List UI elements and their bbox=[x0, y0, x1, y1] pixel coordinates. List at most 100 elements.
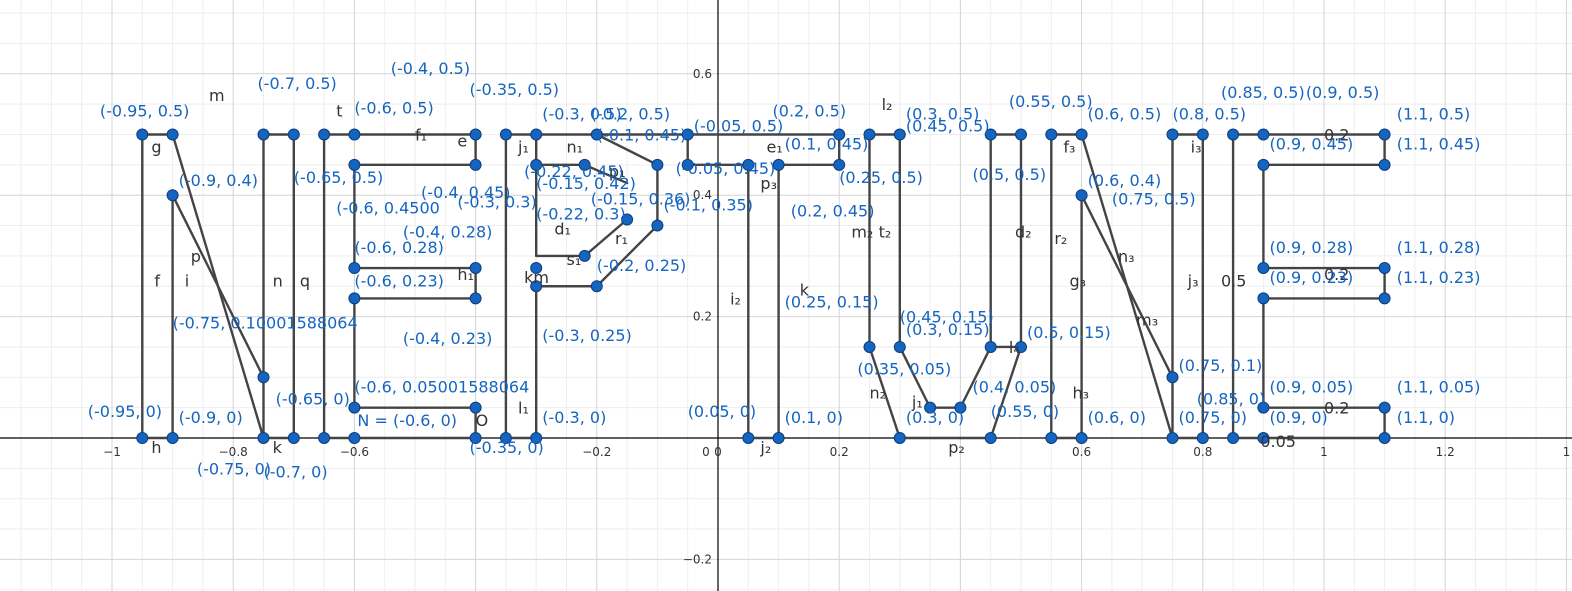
point[interactable] bbox=[1378, 128, 1391, 141]
point[interactable] bbox=[166, 189, 179, 202]
point[interactable] bbox=[257, 432, 270, 444]
points-layer[interactable] bbox=[136, 128, 1391, 444]
point[interactable] bbox=[1378, 158, 1391, 171]
point[interactable] bbox=[984, 432, 997, 444]
point[interactable] bbox=[469, 432, 482, 444]
segment[interactable] bbox=[595, 133, 659, 167]
point[interactable] bbox=[1227, 128, 1240, 141]
point[interactable] bbox=[1166, 371, 1179, 384]
point[interactable] bbox=[1378, 401, 1391, 414]
point[interactable] bbox=[469, 262, 482, 275]
point[interactable] bbox=[772, 158, 785, 171]
coordinate-label: (0.3, 0.15) bbox=[906, 320, 990, 339]
point[interactable] bbox=[1257, 292, 1270, 305]
point[interactable] bbox=[1257, 401, 1270, 414]
point[interactable] bbox=[863, 128, 876, 141]
point[interactable] bbox=[1196, 432, 1209, 444]
point[interactable] bbox=[651, 158, 664, 171]
point[interactable] bbox=[136, 432, 149, 444]
point[interactable] bbox=[166, 432, 179, 444]
point[interactable] bbox=[318, 128, 331, 141]
object-name-label: i₂ bbox=[730, 289, 741, 308]
point[interactable] bbox=[257, 128, 270, 141]
point[interactable] bbox=[1378, 262, 1391, 275]
segment[interactable] bbox=[171, 193, 265, 379]
coordinate-label: (-0.9, 0) bbox=[179, 408, 243, 427]
point[interactable] bbox=[530, 280, 543, 293]
point[interactable] bbox=[772, 432, 785, 444]
point[interactable] bbox=[984, 340, 997, 353]
point[interactable] bbox=[469, 128, 482, 141]
point[interactable] bbox=[578, 249, 591, 262]
point[interactable] bbox=[469, 158, 482, 171]
point[interactable] bbox=[136, 128, 149, 141]
point[interactable] bbox=[1227, 432, 1240, 444]
point[interactable] bbox=[893, 340, 906, 353]
point[interactable] bbox=[1378, 292, 1391, 305]
segment[interactable] bbox=[595, 224, 659, 288]
segment[interactable] bbox=[1080, 193, 1174, 379]
point[interactable] bbox=[1257, 128, 1270, 141]
point[interactable] bbox=[287, 128, 300, 141]
segments-layer[interactable] bbox=[141, 133, 1386, 440]
point[interactable] bbox=[833, 158, 846, 171]
segment[interactable] bbox=[868, 345, 901, 440]
point[interactable] bbox=[287, 432, 300, 444]
point[interactable] bbox=[166, 128, 179, 141]
point[interactable] bbox=[1075, 432, 1088, 444]
point[interactable] bbox=[984, 128, 997, 141]
segment[interactable] bbox=[959, 345, 992, 409]
point[interactable] bbox=[893, 128, 906, 141]
point[interactable] bbox=[348, 128, 361, 141]
point[interactable] bbox=[742, 432, 755, 444]
point[interactable] bbox=[681, 128, 694, 141]
point[interactable] bbox=[621, 213, 634, 226]
point[interactable] bbox=[530, 128, 543, 141]
point[interactable] bbox=[833, 128, 846, 141]
point[interactable] bbox=[578, 158, 591, 171]
point[interactable] bbox=[530, 432, 543, 444]
point[interactable] bbox=[1075, 189, 1088, 202]
point[interactable] bbox=[499, 128, 512, 141]
point[interactable] bbox=[863, 340, 876, 353]
point[interactable] bbox=[499, 432, 512, 444]
point[interactable] bbox=[530, 262, 543, 275]
point[interactable] bbox=[1257, 262, 1270, 275]
point[interactable] bbox=[590, 128, 603, 141]
segment[interactable] bbox=[989, 345, 1023, 440]
point[interactable] bbox=[1015, 128, 1027, 141]
point[interactable] bbox=[893, 432, 906, 444]
point[interactable] bbox=[257, 371, 270, 384]
point[interactable] bbox=[1257, 158, 1270, 171]
point[interactable] bbox=[1045, 128, 1058, 141]
point[interactable] bbox=[348, 292, 361, 305]
point[interactable] bbox=[1257, 432, 1270, 444]
point[interactable] bbox=[681, 158, 694, 171]
segment[interactable] bbox=[583, 163, 629, 185]
point[interactable] bbox=[1045, 432, 1058, 444]
coordinate-label: (0.9, 0.23) bbox=[1269, 268, 1353, 287]
point[interactable] bbox=[348, 158, 361, 171]
point[interactable] bbox=[469, 401, 482, 414]
point[interactable] bbox=[1166, 432, 1179, 444]
coordinate-label: (0.3, 0.5) bbox=[906, 104, 980, 123]
point[interactable] bbox=[1075, 128, 1088, 141]
point[interactable] bbox=[1015, 340, 1027, 353]
point[interactable] bbox=[651, 219, 664, 232]
point[interactable] bbox=[348, 432, 361, 444]
point[interactable] bbox=[590, 280, 603, 293]
point[interactable] bbox=[348, 401, 361, 414]
point[interactable] bbox=[742, 158, 755, 171]
point[interactable] bbox=[1196, 128, 1209, 141]
point[interactable] bbox=[1166, 128, 1179, 141]
point[interactable] bbox=[469, 292, 482, 305]
point[interactable] bbox=[318, 432, 331, 444]
point[interactable] bbox=[530, 158, 543, 171]
segment[interactable] bbox=[583, 218, 629, 258]
point[interactable] bbox=[1378, 432, 1391, 444]
point[interactable] bbox=[924, 401, 937, 414]
point[interactable] bbox=[954, 401, 967, 414]
segment[interactable] bbox=[898, 345, 932, 409]
point[interactable] bbox=[348, 262, 361, 275]
